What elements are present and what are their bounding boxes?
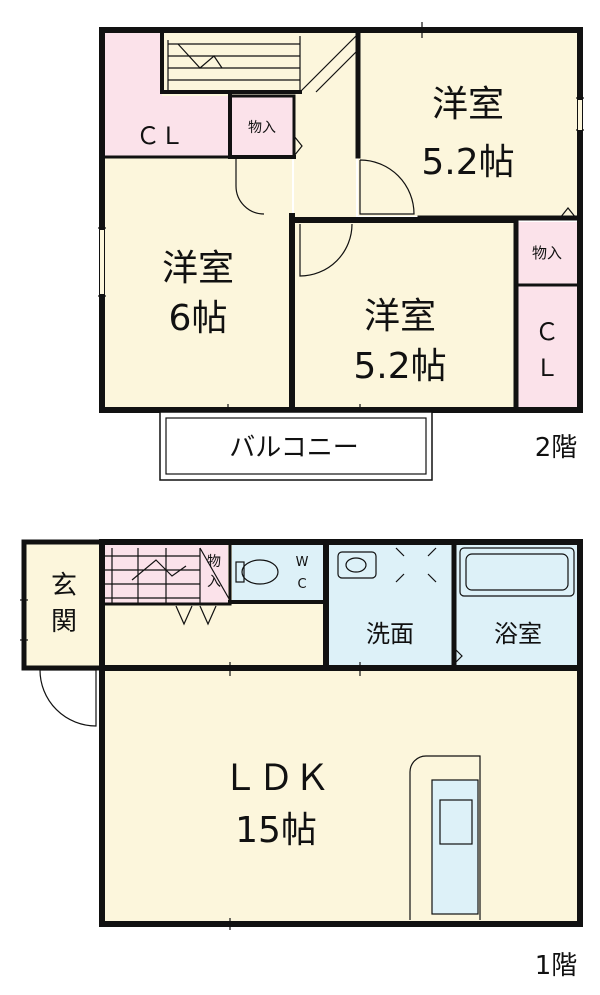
sink-icon <box>337 551 377 579</box>
stairs-1f <box>104 547 233 605</box>
bathroom-label: 浴室 <box>494 620 542 648</box>
room-tr-fill <box>358 30 578 216</box>
doors-2f <box>235 135 577 277</box>
wc-label-1: W <box>296 555 309 570</box>
entrance-label-2: 関 <box>51 607 77 637</box>
walls-1f <box>21 539 583 927</box>
balcony <box>159 411 433 481</box>
closet-right-label-2: Ｌ <box>535 354 559 382</box>
storage-door-1f <box>175 605 217 626</box>
storage-right-label: 物入 <box>532 244 562 262</box>
ldk-name: ＬＤＫ <box>222 758 330 799</box>
kitchen-peninsula <box>409 755 481 920</box>
door-swing-room-tr <box>359 159 415 215</box>
ldk-fill <box>102 670 580 922</box>
closet-left-label: ＣＬ <box>136 122 184 150</box>
storage-top-fill <box>232 96 294 156</box>
entrance-label-1: 玄 <box>51 571 77 601</box>
room-left-fill <box>102 158 292 410</box>
washroom-label: 洗面 <box>366 620 414 648</box>
entrance-fill <box>26 544 100 666</box>
storage-top-label: 物入 <box>248 120 276 136</box>
floor-2: ＣＬ 物入 洋室 5.2帖 洋室 6帖 洋室 5.2帖 物入 Ｃ Ｌ バルコニー… <box>98 22 584 481</box>
storage-right-door <box>559 207 577 219</box>
bathtub-icon <box>459 547 575 597</box>
room-tr-size: 5.2帖 <box>421 142 514 183</box>
room-left-size: 6帖 <box>169 298 228 339</box>
floor-1-label: 1階 <box>535 951 578 981</box>
door-swing-room-left <box>235 158 265 215</box>
room-mid-size: 5.2帖 <box>353 346 446 387</box>
room-mid-name: 洋室 <box>364 296 436 337</box>
storage-1f-label-1: 物 <box>207 554 221 570</box>
room-left-name: 洋室 <box>162 248 234 289</box>
floor-1: 玄 関 物 入 W C 洗面 浴室 ＬＤＫ 15帖 1階 <box>20 539 583 981</box>
room-mid-fill <box>294 222 514 410</box>
door-swing-room-mid <box>299 223 353 277</box>
bathroom-fill <box>456 544 580 666</box>
storage-top-door <box>293 135 303 157</box>
storage-right-fill <box>516 222 578 284</box>
closet-right-fill <box>516 286 578 410</box>
floor-2-label: 2階 <box>535 433 578 463</box>
door-swing-entrance <box>39 669 97 727</box>
toilet-icon <box>241 559 279 585</box>
hall-2f-fill <box>294 96 356 218</box>
doors-1f <box>39 605 463 727</box>
walls-2f <box>99 27 583 413</box>
stairs-1f-fill <box>102 544 228 604</box>
wc-label-2: C <box>297 577 306 592</box>
storage-1f-label-2: 入 <box>207 574 221 590</box>
closet-right-label-1: Ｃ <box>535 318 559 346</box>
window-marks-1f <box>20 599 361 930</box>
stairs-2f <box>167 35 357 93</box>
fixtures-1f <box>235 547 575 920</box>
washroom-fill <box>328 544 452 666</box>
room-tr-name: 洋室 <box>432 84 504 125</box>
ldk-size: 15帖 <box>235 810 317 851</box>
balcony-label: バルコニー <box>229 433 358 463</box>
